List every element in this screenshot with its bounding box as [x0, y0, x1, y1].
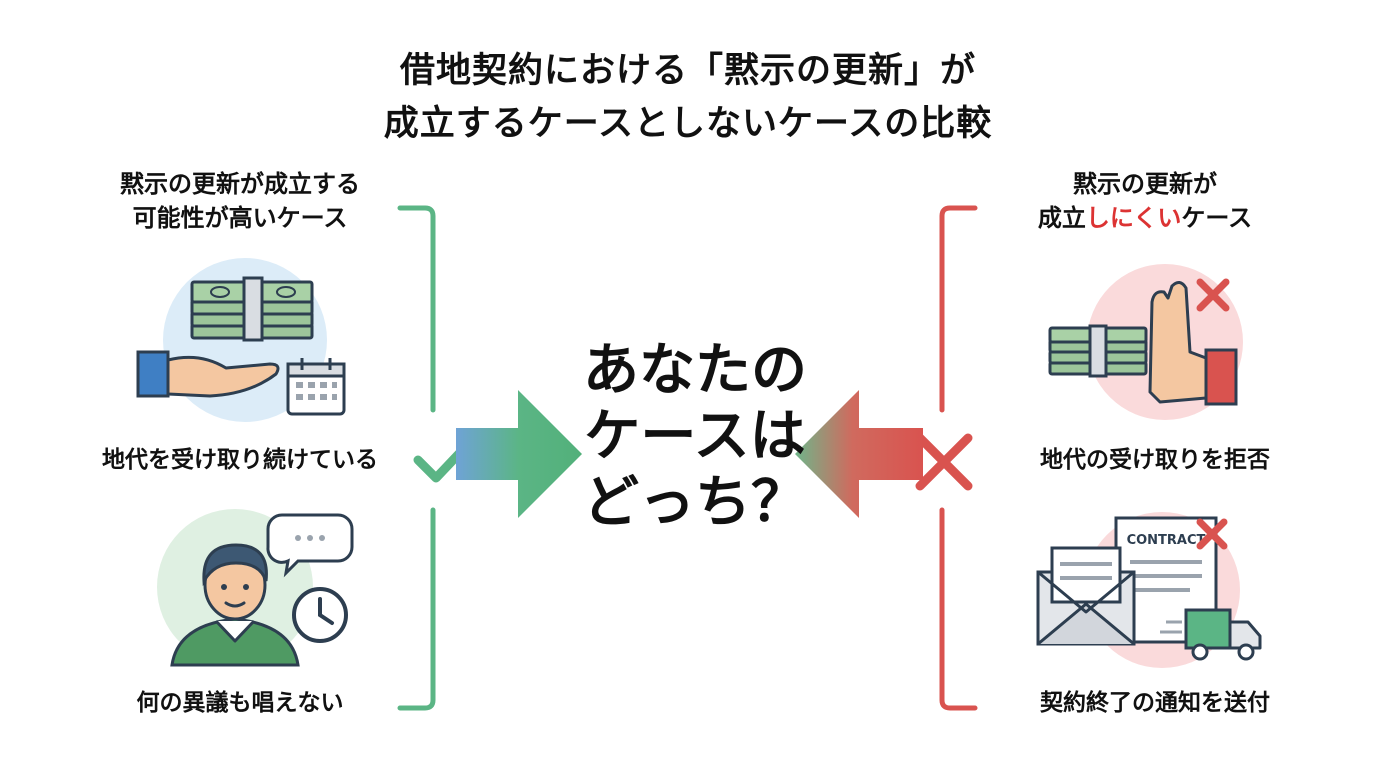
- left-item-2-caption: 何の異議も唱えない: [136, 690, 344, 716]
- left-arrow-icon: [795, 390, 923, 518]
- right-heading-line-2: 成立しにくいケース: [995, 201, 1295, 235]
- center-line-3: どっち？: [583, 470, 807, 535]
- right-item-1-caption: 地代の受け取りを拒否: [1040, 447, 1270, 473]
- right-arrow-icon: [456, 390, 582, 518]
- right-heading-pre: 成立: [1037, 204, 1086, 232]
- right-heading: 黙示の更新が 成立しにくいケース: [995, 167, 1295, 235]
- right-heading-post: ケース: [1181, 204, 1253, 232]
- left-bracket: [397, 205, 436, 711]
- right-heading-line-1: 黙示の更新が: [1073, 170, 1217, 198]
- money-hand-illustration: [136, 258, 346, 422]
- title-line-1: 借地契約における「黙示の更新」が: [399, 51, 976, 91]
- right-heading-highlight: しにくい: [1085, 204, 1182, 232]
- left-heading: 黙示の更新が成立する 可能性が高いケース: [90, 167, 390, 235]
- right-bracket: [939, 205, 978, 711]
- center-line-1: あなたの: [583, 338, 807, 403]
- title-line-2: 成立するケースとしないケースの比較: [383, 104, 993, 144]
- center-line-2: ケースは: [584, 404, 806, 469]
- center-question: あなたの ケースは どっち？: [545, 338, 845, 536]
- left-heading-line-1: 黙示の更新が成立する: [120, 170, 360, 198]
- contract-notice-illustration: CONTRACT: [1036, 512, 1262, 668]
- left-item-1-caption: 地代を受け取り続けている: [102, 447, 378, 473]
- left-heading-line-2: 可能性が高いケース: [132, 204, 348, 232]
- cross-icon: [915, 433, 973, 491]
- contract-label: CONTRACT: [1127, 533, 1206, 548]
- refuse-payment-illustration: [1048, 264, 1243, 420]
- person-illustration: [157, 509, 354, 667]
- right-item-2-caption: 契約終了の通知を送付: [1040, 690, 1270, 716]
